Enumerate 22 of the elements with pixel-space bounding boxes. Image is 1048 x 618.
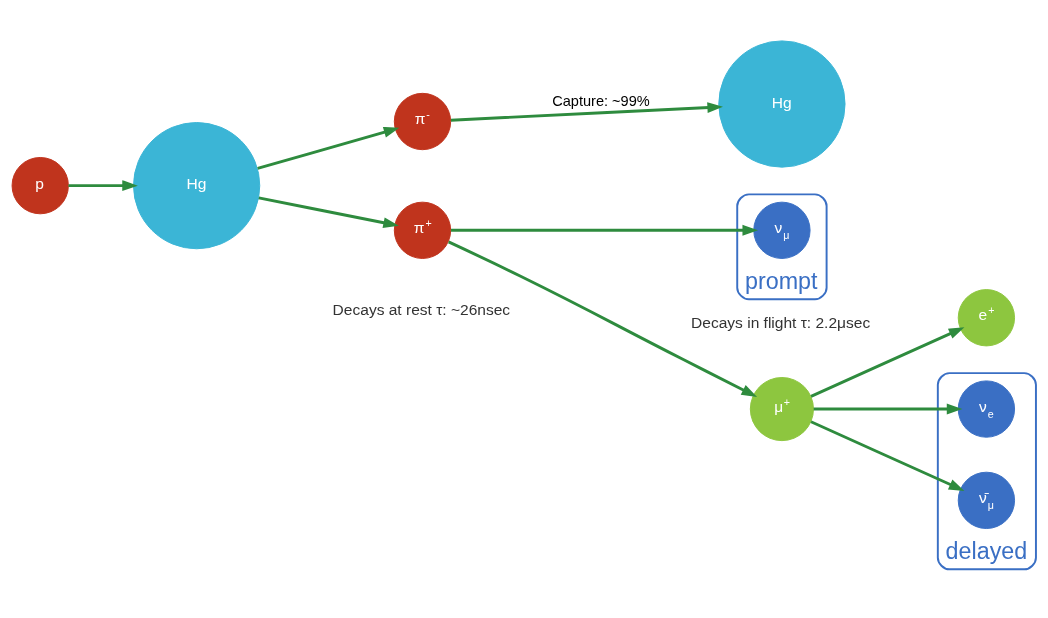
node-circle: Hg <box>718 40 846 168</box>
arrow <box>68 180 138 192</box>
arrow <box>448 240 758 397</box>
node-label: Decays in flight τ: 2.2μsec <box>691 314 871 332</box>
arrow <box>258 196 399 229</box>
node-circle: e$^{+}$ <box>957 289 1016 347</box>
node-circle: π$^{-}$ <box>393 92 452 151</box>
node-circle: ν$_{e}$ <box>957 380 1016 438</box>
edge-label: Capture: ~99% <box>552 92 650 109</box>
arrow <box>810 420 965 491</box>
node-circle: ν$_{μ}$ <box>753 201 811 259</box>
node-circle: Hg <box>133 122 261 250</box>
node-circle: p <box>11 156 69 215</box>
node-circle: ν̄$_{μ}$ <box>957 471 1016 530</box>
arrow <box>450 224 759 236</box>
arrow <box>810 327 965 398</box>
arrow <box>450 102 723 122</box>
node-circle: π$^{+}$ <box>393 201 452 259</box>
node-label: Decays at rest τ: ~26nsec <box>332 300 511 318</box>
arrow <box>813 403 963 415</box>
node-circle: μ$^{+}$ <box>749 377 814 442</box>
arrow <box>257 126 400 170</box>
